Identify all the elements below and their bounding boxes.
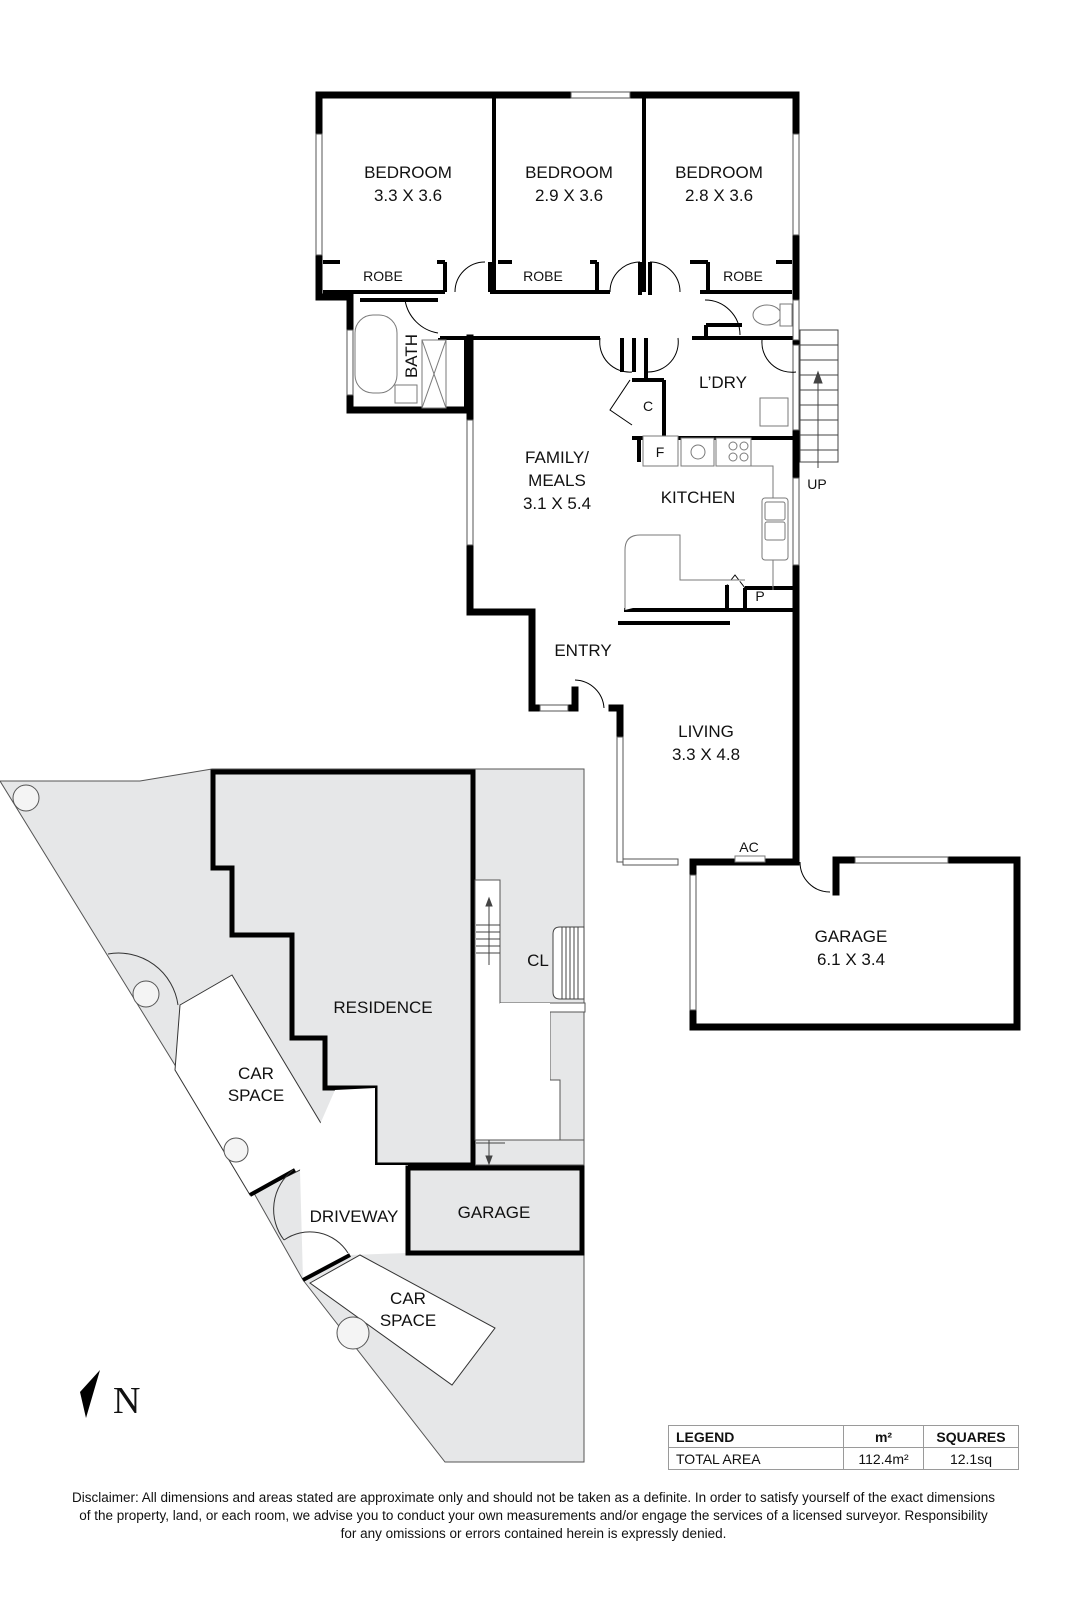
fixtures	[354, 303, 793, 863]
living-size: 3.3 X 4.8	[672, 745, 740, 764]
family-size: 3.1 X 5.4	[523, 494, 591, 513]
entry-label: ENTRY	[554, 641, 611, 660]
bath-label: BATH	[402, 334, 421, 378]
residence-label: RESIDENCE	[333, 998, 432, 1017]
cupboard-label: C	[643, 398, 653, 414]
bedroom-1-name: BEDROOM	[364, 163, 452, 182]
legend-header-squares: SQUARES	[923, 1425, 1019, 1448]
fridge-space	[642, 435, 679, 467]
car-space-2	[309, 1254, 496, 1386]
driveway	[300, 1088, 408, 1280]
legend-header-m2: m²	[843, 1425, 924, 1448]
bedroom-2-name: BEDROOM	[525, 163, 613, 182]
door-swings	[404, 261, 831, 893]
tree-icon	[12, 784, 40, 812]
aircon-unit	[734, 855, 766, 863]
robe-2-label: ROBE	[523, 268, 563, 284]
robe-1-label: ROBE	[363, 268, 403, 284]
disclaimer-line-1: Disclaimer: All dimensions and areas sta…	[71, 1490, 995, 1505]
living-name: LIVING	[678, 722, 734, 741]
bedroom-1-size: 3.3 X 3.6	[374, 186, 442, 205]
bathtub	[354, 314, 398, 394]
aircon-label: AC	[739, 839, 758, 855]
car-space-1-line2: SPACE	[228, 1086, 284, 1105]
main-floor-plan	[315, 91, 1021, 1031]
legend-header-row: LEGEND m² SQUARES	[668, 1425, 1019, 1448]
fridge-label: F	[656, 444, 665, 460]
north-label: N	[113, 1380, 141, 1422]
stairs-up-label: UP	[807, 476, 826, 492]
legend-row-m2: 112.4m²	[843, 1447, 924, 1470]
toilet	[752, 304, 782, 326]
legend-row-squares: 12.1sq	[923, 1447, 1019, 1470]
exterior-walls	[315, 91, 1021, 1031]
driveway-label: DRIVEWAY	[310, 1207, 399, 1226]
garage-size: 6.1 X 3.4	[817, 950, 885, 969]
disclaimer-line-3: for any omissions or errors contained he…	[340, 1526, 727, 1541]
north-arrow-icon	[80, 1370, 100, 1418]
tree-icon	[336, 1316, 370, 1350]
car-space-2-line2: SPACE	[380, 1311, 436, 1330]
legend-header-label: LEGEND	[668, 1425, 844, 1448]
area-legend-table: LEGEND m² SQUARES TOTAL AREA 112.4m² 12.…	[668, 1425, 1019, 1470]
laundry-label: L’DRY	[699, 373, 747, 392]
garage-name: GARAGE	[815, 927, 888, 946]
bedroom-3-size: 2.8 X 3.6	[685, 186, 753, 205]
tree-icon	[223, 1137, 249, 1163]
tree-icon	[132, 980, 160, 1008]
site-garage-label: GARAGE	[458, 1203, 531, 1222]
site-plan: RESIDENCE CL CAR SPACE DRIVEWAY GARAGE C…	[0, 768, 586, 1463]
floor-plan: BEDROOM 3.3 X 3.6 BEDROOM 2.9 X 3.6 BEDR…	[0, 91, 1021, 1463]
car-space-2-line1: CAR	[390, 1289, 426, 1308]
family-name-2: MEALS	[528, 471, 586, 490]
site-stairs	[476, 896, 505, 1166]
room-labels: BEDROOM 3.3 X 3.6 BEDROOM 2.9 X 3.6 BEDR…	[363, 163, 887, 969]
clothesline	[552, 926, 585, 1000]
pantry-label: P	[755, 588, 764, 604]
windows	[315, 91, 949, 1011]
disclaimer: Disclaimer: All dimensions and areas sta…	[0, 1489, 1067, 1543]
robe-3-label: ROBE	[723, 268, 763, 284]
clothesline-label: CL	[527, 951, 549, 970]
stairs	[799, 329, 839, 468]
disclaimer-line-2: of the property, land, or each room, we …	[79, 1508, 988, 1523]
family-name-1: FAMILY/	[525, 448, 589, 467]
car-space-1-line1: CAR	[238, 1064, 274, 1083]
site-garage	[405, 1165, 585, 1256]
laundry-tub	[759, 397, 789, 427]
legend-row-label: TOTAL AREA	[668, 1447, 844, 1470]
legend-row: TOTAL AREA 112.4m² 12.1sq	[668, 1447, 1019, 1470]
kitchen-label: KITCHEN	[661, 488, 736, 507]
bedroom-3-name: BEDROOM	[675, 163, 763, 182]
bedroom-2-size: 2.9 X 3.6	[535, 186, 603, 205]
residence-outline	[210, 769, 476, 1168]
tree-icons	[12, 784, 370, 1350]
